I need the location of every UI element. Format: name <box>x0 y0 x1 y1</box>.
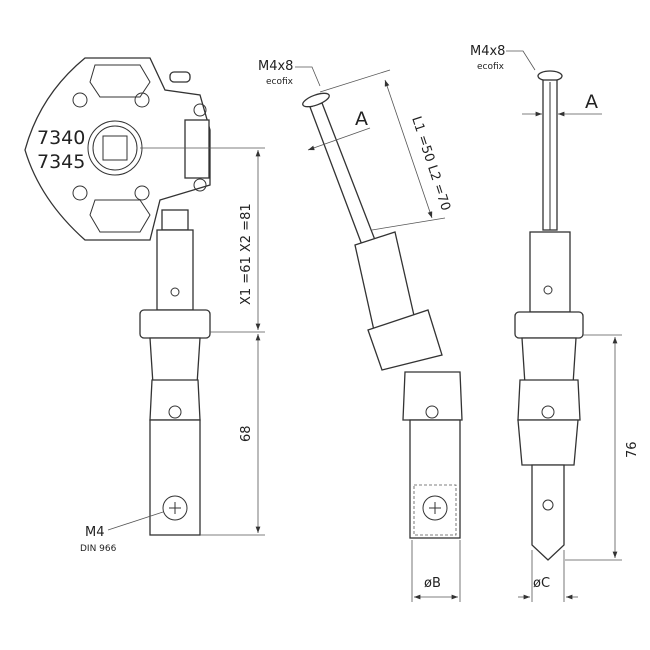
left-shaft-assembly <box>139 209 211 536</box>
dimension-l <box>307 69 446 231</box>
dimension-l-label: L1 =50 L2 =70 <box>408 115 453 213</box>
diameter-c-label: øC <box>533 576 550 591</box>
leader-line <box>506 50 536 71</box>
leader-line <box>295 66 321 87</box>
diameter-b-label: øB <box>424 576 441 591</box>
screw-label-m4x8-right: M4x8 <box>470 44 505 59</box>
gearbox-front-view <box>24 57 211 241</box>
tilted-shaft-view <box>302 92 463 539</box>
screw-sub-label-right: ecofix <box>477 62 505 72</box>
dimension-b <box>411 540 461 602</box>
dimension-76 <box>565 334 622 561</box>
screw-label-m4: M4 <box>85 525 105 540</box>
model-number-7345: 7345 <box>37 151 85 173</box>
dimension-a-label-middle: A <box>355 108 368 130</box>
dimension-x <box>140 147 265 536</box>
dimension-x-label: X1 =61 X2 =81 <box>239 203 254 305</box>
dimension-a-label-right: A <box>585 91 598 113</box>
screw-label-m4x8-middle: M4x8 <box>258 59 293 74</box>
dimension-76-label: 76 <box>625 441 640 458</box>
screw-sub-label-middle: ecofix <box>266 77 294 87</box>
model-number-7340: 7340 <box>37 127 85 149</box>
dimension-c <box>518 550 578 602</box>
vertical-shaft-view <box>514 70 584 561</box>
screw-standard-label: DIN 966 <box>80 544 117 554</box>
leader-line <box>107 511 164 531</box>
dimension-68-label: 68 <box>239 425 254 442</box>
